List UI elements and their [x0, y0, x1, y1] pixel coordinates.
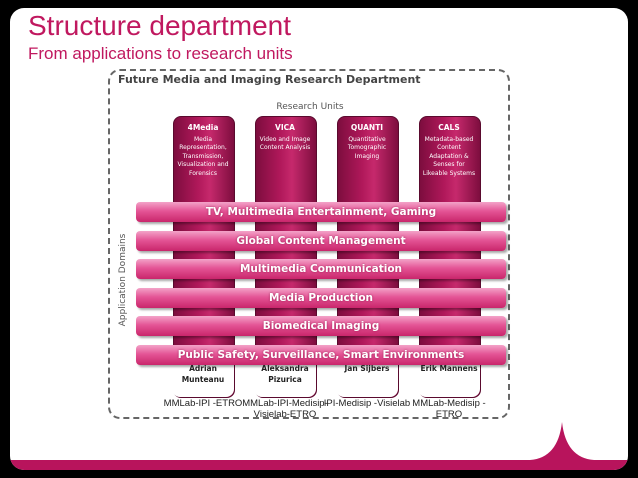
person-name: Adrian Munteanu — [181, 364, 225, 384]
unit-label: MMLab-IPI -ETRO — [163, 398, 243, 409]
department-title: Future Media and Imaging Research Depart… — [118, 73, 421, 86]
column-header: QUANTI Quantitative Tomographic Imaging — [337, 123, 397, 161]
column-header: 4Media Media Representation, Transmissio… — [173, 123, 233, 178]
column-description: Video and Image Content Analysis — [259, 136, 311, 152]
footer-bar — [10, 422, 628, 470]
column-name: VICA — [275, 123, 295, 132]
unit-label: MMLab-IPI-Medisip-Visielab-ETRO — [242, 398, 328, 420]
slide-subtitle: From applications to research units — [28, 44, 293, 63]
domain-band-public-safety: Public Safety, Surveillance, Smart Envir… — [136, 345, 506, 365]
domain-band-communication: Multimedia Communication — [136, 259, 506, 279]
unit-label: IPI-Medisip -Visielab — [323, 398, 411, 409]
unit-label: MMLab-Medisip -ETRO — [412, 398, 486, 420]
department-frame — [108, 69, 510, 419]
person-name: Erik Mannens — [420, 364, 478, 373]
logo-icon — [440, 433, 476, 447]
page-number: 4 — [589, 443, 597, 457]
column-name: 4Media — [187, 123, 219, 132]
person-name: Jan Sijbers — [344, 364, 390, 373]
slide-title: Structure department — [28, 10, 292, 41]
domain-band-content-management: Global Content Management — [136, 231, 506, 251]
column-header: CALS Metadata-based Content Adaptation &… — [419, 123, 479, 178]
domain-band-media-production: Media Production — [136, 288, 506, 308]
column-name: QUANTI — [350, 123, 384, 132]
column-description: Metadata-based Content Adaptation & Sens… — [422, 136, 476, 177]
person-name: Aleksandra Pizurica — [261, 364, 309, 384]
column-description: Quantitative Tomographic Imaging — [347, 136, 387, 160]
application-domains-label: Application Domains — [118, 233, 128, 327]
domain-band-biomedical: Biomedical Imaging — [136, 316, 506, 336]
research-units-label: Research Units — [276, 102, 344, 112]
column-name: CALS — [438, 123, 460, 132]
logo-text: ibbt — [484, 428, 530, 452]
domain-band-tv: TV, Multimedia Entertainment, Gaming — [136, 202, 506, 222]
column-header: VICA Video and Image Content Analysis — [255, 123, 315, 153]
column-description: Media Representation, Transmission, Visu… — [177, 136, 229, 177]
ibbt-logo: ibbt — [440, 428, 529, 452]
